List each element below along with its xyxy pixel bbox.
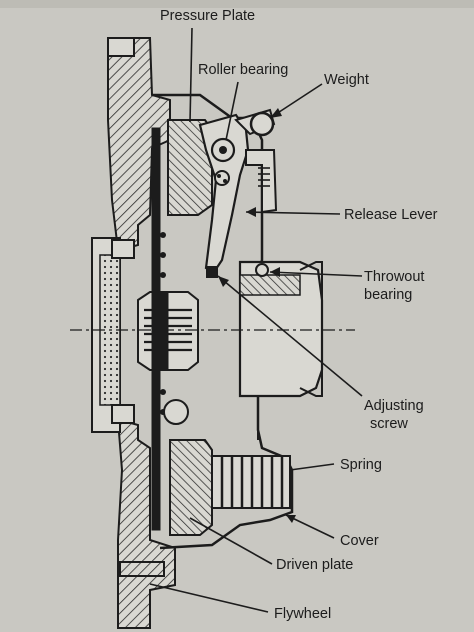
pressure-plate-upper bbox=[167, 119, 213, 216]
weight bbox=[249, 111, 275, 137]
label-weight: Weight bbox=[324, 72, 369, 88]
leader-adjusting-screw bbox=[217, 275, 363, 397]
throwout-sleeve bbox=[299, 261, 323, 397]
leader-driven-plate bbox=[189, 517, 273, 565]
leader-release-lever bbox=[245, 211, 341, 215]
flywheel-rim-top bbox=[107, 37, 135, 57]
throwout-bearing-race bbox=[239, 274, 301, 296]
label-throwout-line2: bearing bbox=[364, 287, 412, 303]
throwout-ball bbox=[255, 263, 269, 277]
page-edge bbox=[0, 0, 474, 8]
roller-bearing-pin bbox=[219, 146, 227, 154]
label-roller-bearing: Roller bearing bbox=[198, 62, 288, 78]
label-flywheel: Flywheel bbox=[274, 606, 331, 622]
leader-arrowheads bbox=[218, 108, 296, 523]
flywheel-body bbox=[107, 37, 176, 629]
adjusting-screw-nut bbox=[206, 266, 218, 278]
leader-roller-bearing bbox=[225, 81, 239, 141]
label-throwout-line1: Throwout bbox=[364, 269, 424, 285]
eyebolt-hole bbox=[214, 170, 230, 186]
driven-plate-rivets bbox=[153, 147, 166, 498]
driven-plate bbox=[151, 127, 169, 531]
label-adjusting-line2: screw bbox=[370, 416, 408, 432]
bolt-upper bbox=[111, 239, 135, 259]
label-cover: Cover bbox=[340, 533, 379, 549]
bracket-thread bbox=[258, 167, 270, 187]
label-adjusting-line1: Adjusting bbox=[364, 398, 424, 414]
leader-spring bbox=[289, 463, 335, 471]
label-pressure-plate: Pressure Plate bbox=[160, 8, 255, 24]
pressure-plate-lower bbox=[169, 439, 213, 536]
bolt-lower bbox=[111, 404, 135, 424]
label-release-lever: Release Lever bbox=[344, 207, 438, 223]
label-driven-plate: Driven plate bbox=[276, 557, 353, 573]
cover-bolt bbox=[119, 561, 165, 577]
leader-throwout bbox=[269, 271, 363, 277]
leader-pressure-plate bbox=[189, 27, 193, 123]
lever-bracket bbox=[245, 149, 278, 214]
damper-spring-window bbox=[163, 399, 189, 425]
spring-coils bbox=[220, 456, 284, 508]
label-spring: Spring bbox=[340, 457, 382, 473]
leader-flywheel bbox=[149, 583, 269, 613]
